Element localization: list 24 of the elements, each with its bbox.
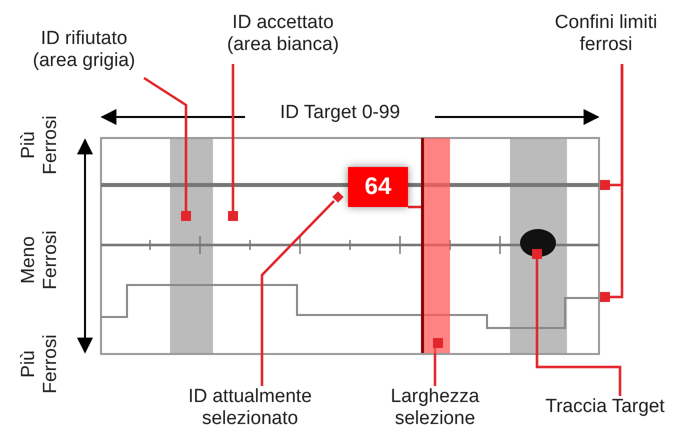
- leader-line: [610, 64, 624, 298]
- callout-text: ID attualmente selezionato: [155, 386, 345, 436]
- leader-line: [143, 76, 188, 211]
- marker-square: [181, 211, 191, 221]
- axis-title: ID Target 0-99: [245, 102, 435, 124]
- axis-label: Più Ferrosi: [18, 114, 62, 177]
- marker-square: [433, 338, 443, 348]
- leader-line: [408, 206, 421, 208]
- callout-text: Larghezza selezione: [365, 386, 505, 436]
- callout-text: ID rifiutato (area grigia): [24, 28, 144, 78]
- marker-square: [228, 211, 238, 221]
- leader-line: [232, 64, 234, 211]
- id-value-box: 64: [348, 167, 408, 207]
- leader-line: [260, 200, 335, 386]
- axis-label: Più Ferrosi: [18, 333, 62, 396]
- callout-text: Traccia Target: [525, 396, 685, 424]
- axis-label: Meno Ferrosi: [18, 229, 62, 292]
- callout-text: ID accettato (area bianca): [218, 12, 348, 64]
- marker-square: [600, 292, 610, 302]
- leader-line: [536, 259, 622, 396]
- selection-band: [421, 138, 450, 353]
- callout-text: Confini limiti ferrosi: [528, 12, 684, 64]
- marker-square: [532, 249, 542, 259]
- marker-square: [600, 180, 610, 190]
